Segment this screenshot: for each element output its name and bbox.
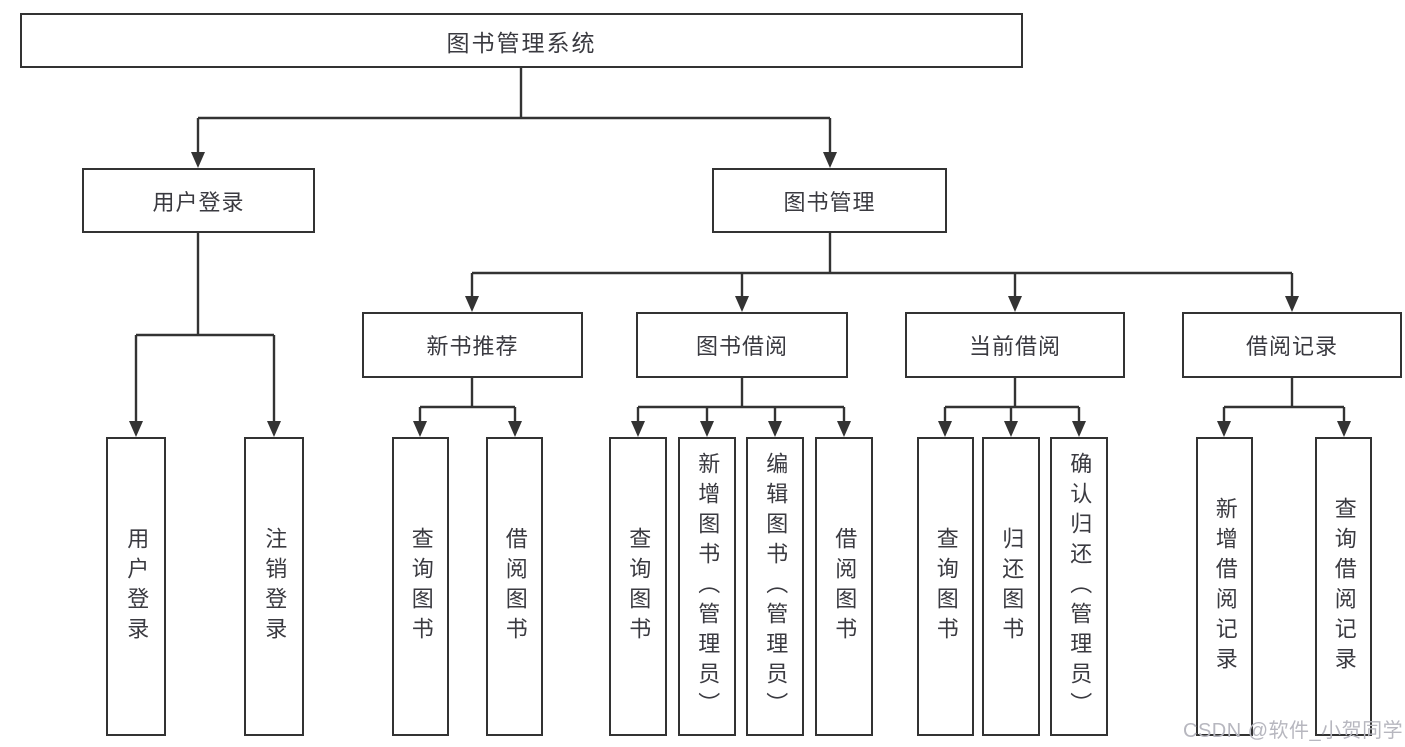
arrowhead xyxy=(938,421,952,437)
leaf-cb-query-books: 查询图书 xyxy=(917,437,974,736)
arrowhead xyxy=(1337,421,1351,437)
node-user-login-label: 用户登录 xyxy=(152,189,245,215)
leaf-bb-edit-books: 编辑图书（管理员） xyxy=(746,437,804,736)
arrowhead xyxy=(1285,296,1299,312)
leaf-rec-borrow-books-label: 借阅图书 xyxy=(502,526,528,647)
node-book-borrow-label: 图书借阅 xyxy=(695,334,788,359)
csdn-watermark: CSDN @软件_小贺同学 xyxy=(1183,720,1404,742)
leaf-user-login: 用户登录 xyxy=(106,437,166,736)
node-root: 图书管理系统 xyxy=(20,13,1023,68)
arrowhead xyxy=(837,421,851,437)
node-new-book-rec: 新书推荐 xyxy=(362,312,583,378)
node-user-login: 用户登录 xyxy=(82,168,315,233)
leaf-br-query-record-label: 查询借阅记录 xyxy=(1331,496,1357,677)
leaf-cb-query-books-label: 查询图书 xyxy=(933,526,959,647)
leaf-bb-add-books-label: 新增图书（管理员） xyxy=(695,451,721,722)
leaf-rec-borrow-books: 借阅图书 xyxy=(486,437,543,736)
arrowhead xyxy=(465,296,479,312)
arrowhead xyxy=(1217,421,1231,437)
leaf-user-login-label: 用户登录 xyxy=(124,526,150,647)
node-new-book-rec-label: 新书推荐 xyxy=(426,334,519,359)
leaf-bb-add-books: 新增图书（管理员） xyxy=(678,437,736,736)
leaf-br-add-record: 新增借阅记录 xyxy=(1196,437,1253,736)
leaf-cb-return-books: 归还图书 xyxy=(982,437,1040,736)
leaf-rec-query-books-label: 查询图书 xyxy=(408,526,434,647)
leaf-cb-confirm-return-label: 确认归还（管理员） xyxy=(1067,451,1093,722)
arrowhead xyxy=(735,296,749,312)
node-borrow-records-label: 借阅记录 xyxy=(1245,334,1338,359)
arrowhead xyxy=(700,421,714,437)
leaf-rec-query-books: 查询图书 xyxy=(392,437,449,736)
node-book-mgmt-label: 图书管理 xyxy=(783,189,876,215)
leaf-bb-query-books: 查询图书 xyxy=(609,437,667,736)
arrowhead xyxy=(631,421,645,437)
arrowhead xyxy=(1004,421,1018,437)
node-borrow-records: 借阅记录 xyxy=(1182,312,1402,378)
arrowhead xyxy=(1008,296,1022,312)
leaf-bb-edit-books-label: 编辑图书（管理员） xyxy=(763,451,789,722)
arrowhead xyxy=(413,421,427,437)
arrowhead xyxy=(191,152,205,168)
leaf-logout: 注销登录 xyxy=(244,437,304,736)
leaf-bb-borrow-books-label: 借阅图书 xyxy=(832,526,858,647)
leaf-cb-return-books-label: 归还图书 xyxy=(999,526,1025,647)
arrowhead xyxy=(823,152,837,168)
node-book-mgmt: 图书管理 xyxy=(712,168,947,233)
arrowhead xyxy=(129,421,143,437)
leaf-bb-query-books-label: 查询图书 xyxy=(626,526,652,647)
node-current-borrow-label: 当前借阅 xyxy=(968,334,1061,359)
arrowhead xyxy=(508,421,522,437)
leaf-br-query-record: 查询借阅记录 xyxy=(1315,437,1372,736)
node-current-borrow: 当前借阅 xyxy=(905,312,1125,378)
arrowhead xyxy=(1072,421,1086,437)
node-root-label: 图书管理系统 xyxy=(446,29,597,56)
leaf-br-add-record-label: 新增借阅记录 xyxy=(1212,496,1238,677)
leaf-cb-confirm-return: 确认归还（管理员） xyxy=(1050,437,1108,736)
arrowhead xyxy=(267,421,281,437)
leaf-bb-borrow-books: 借阅图书 xyxy=(815,437,873,736)
arrowhead xyxy=(768,421,782,437)
leaf-logout-label: 注销登录 xyxy=(262,526,288,647)
node-book-borrow: 图书借阅 xyxy=(636,312,848,378)
